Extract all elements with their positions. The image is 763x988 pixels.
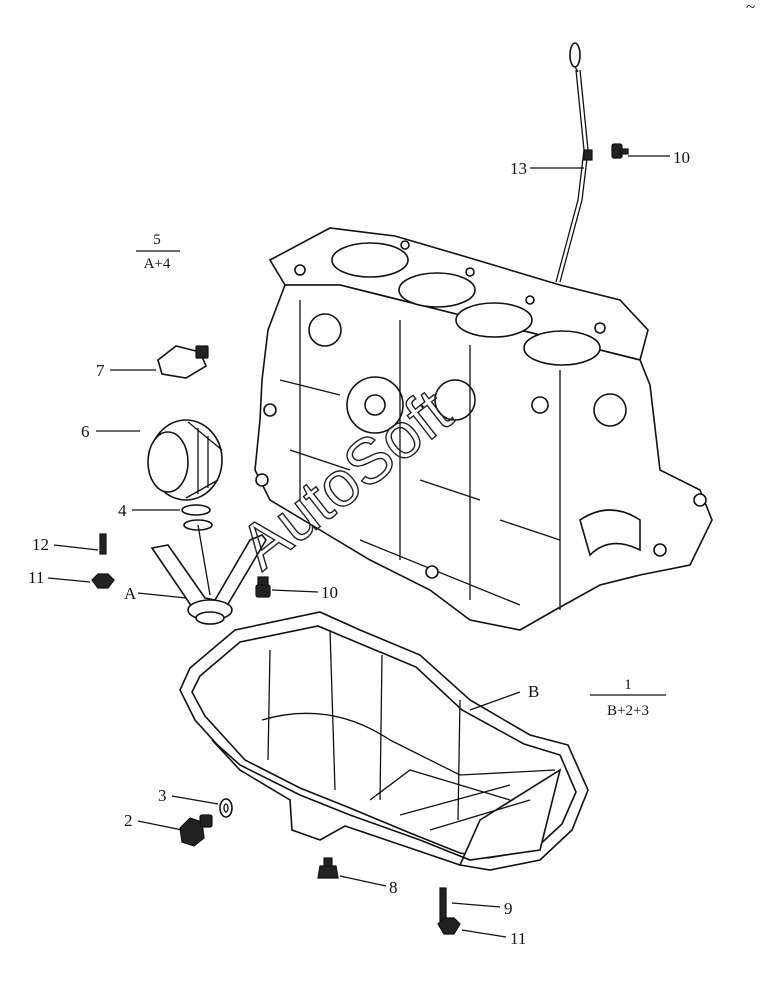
nut-11-bottom bbox=[437, 917, 461, 935]
dipstick bbox=[555, 42, 593, 283]
callout-10-top: 10 bbox=[673, 148, 690, 167]
assembly-1: 1 B+2+3 bbox=[590, 677, 666, 719]
callout-7: 7 bbox=[96, 361, 105, 380]
oil-filter-6 bbox=[147, 419, 223, 501]
callout-10-mid: 10 bbox=[321, 583, 338, 602]
callout-4: 4 bbox=[118, 501, 127, 520]
assembly-5: 5 A+4 bbox=[136, 232, 180, 272]
callout-9: 9 bbox=[504, 899, 513, 918]
assembly-1-number: 1 bbox=[624, 677, 632, 693]
bolt-10-top bbox=[611, 143, 629, 159]
callout-B: B bbox=[528, 682, 539, 701]
callout-11-bottom: 11 bbox=[510, 929, 526, 948]
assembly-5-formula: A+4 bbox=[144, 256, 171, 272]
stud-12 bbox=[99, 533, 107, 555]
nut-11-left bbox=[91, 573, 115, 589]
oil-pan-B bbox=[179, 611, 589, 871]
bolt-8 bbox=[317, 857, 339, 879]
engine-block bbox=[254, 227, 713, 631]
gasket-4 bbox=[181, 504, 213, 531]
callout-2: 2 bbox=[124, 811, 133, 830]
callout-11-left: 11 bbox=[28, 568, 44, 587]
bolt-10-mid bbox=[255, 576, 271, 598]
callout-3: 3 bbox=[158, 786, 167, 805]
callout-13: 13 bbox=[510, 159, 527, 178]
oil-strainer-A bbox=[150, 524, 267, 625]
callout-A: A bbox=[124, 584, 137, 603]
washer-3 bbox=[219, 798, 233, 818]
leader-lines bbox=[47, 155, 670, 938]
callout-6: 6 bbox=[81, 422, 90, 441]
assembly-5-number: 5 bbox=[153, 232, 161, 248]
callout-12: 12 bbox=[32, 535, 49, 554]
assembly-1-formula: B+2+3 bbox=[607, 703, 649, 719]
oil-pressure-sensor-7 bbox=[157, 345, 209, 379]
corner-mark: ~ bbox=[746, 0, 755, 16]
stud-9 bbox=[439, 887, 447, 923]
callout-8: 8 bbox=[389, 878, 398, 897]
drain-plug-2 bbox=[179, 814, 213, 847]
